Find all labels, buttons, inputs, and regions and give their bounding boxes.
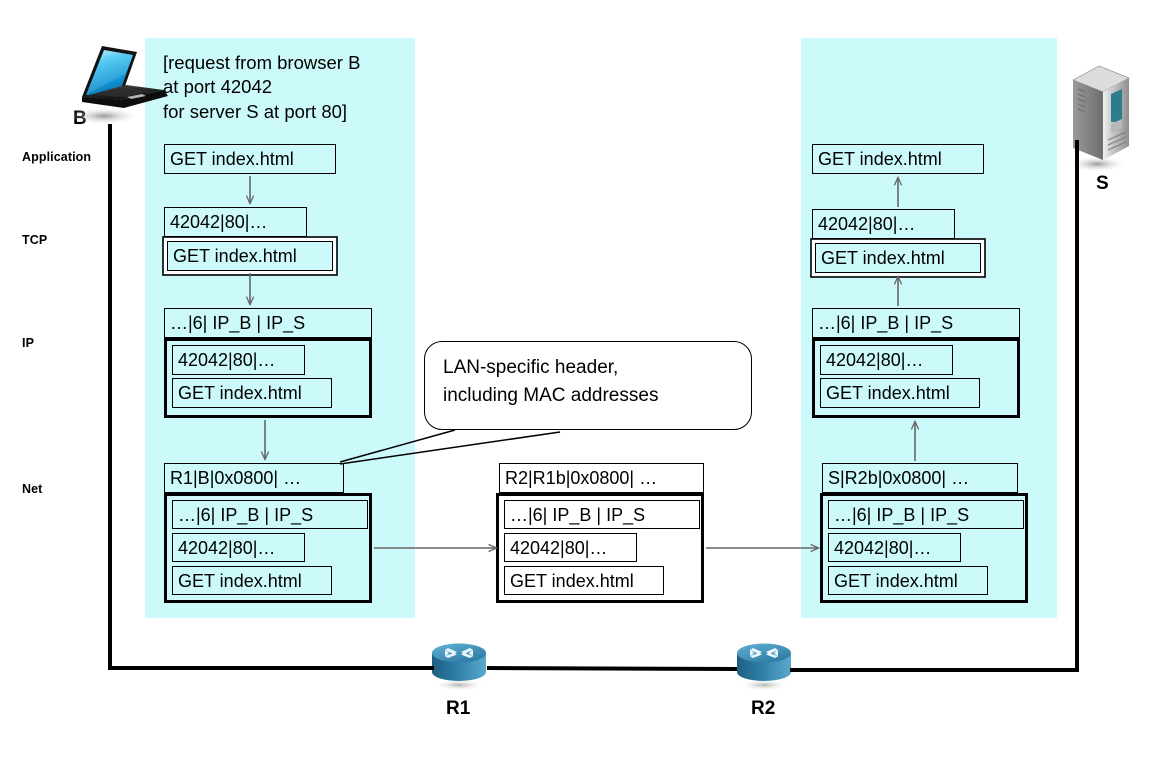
request-note-line2: at port 42042: [163, 76, 273, 97]
layer-label-application: Application: [22, 150, 92, 164]
left-ip-inner-http: GET index.html: [172, 378, 332, 408]
server-label: S: [1096, 173, 1109, 194]
right-net-http: GET index.html: [828, 566, 988, 595]
right-net-tcp-header: 42042|80|…: [828, 533, 961, 562]
request-note-line1: [request from browser B: [163, 52, 361, 73]
middle-net-tcp-header: 42042|80|…: [504, 533, 637, 562]
left-net-header: R1|B|0x0800| …: [164, 463, 344, 493]
right-ip-inner-http: GET index.html: [820, 378, 980, 408]
left-net-ip-header: …|6| IP_B | IP_S: [172, 500, 368, 529]
router2-label: R2: [751, 698, 776, 719]
request-note-line3: for server S at port 80]: [163, 101, 348, 122]
callout-line2: including MAC addresses: [443, 385, 659, 406]
right-application-packet: GET index.html: [812, 144, 984, 174]
left-ip-header: …|6| IP_B | IP_S: [164, 308, 372, 338]
router1-label: R1: [446, 698, 471, 719]
left-net-http: GET index.html: [172, 566, 332, 595]
right-ip-header: …|6| IP_B | IP_S: [812, 308, 1020, 338]
middle-net-ip-header: …|6| IP_B | IP_S: [504, 500, 700, 529]
router1-icon: [428, 640, 490, 692]
lan-header-callout: LAN-specific header, including MAC addre…: [424, 341, 752, 430]
laptop-icon: [64, 40, 174, 130]
right-net-ip-header: …|6| IP_B | IP_S: [828, 500, 1024, 529]
left-net-tcp-header: 42042|80|…: [172, 533, 305, 562]
layer-label-net: Net: [22, 482, 43, 496]
router2-icon: [733, 640, 795, 692]
callout-line1: LAN-specific header,: [443, 357, 619, 378]
middle-net-header: R2|R1b|0x0800| …: [499, 463, 704, 493]
layer-label-tcp: TCP: [22, 233, 48, 247]
right-tcp-header: 42042|80|…: [812, 209, 955, 239]
left-ip-inner-tcp-header: 42042|80|…: [172, 345, 305, 375]
right-tcp-payload: GET index.html: [815, 243, 981, 273]
server-icon: [1063, 60, 1143, 175]
layer-label-ip: IP: [22, 336, 35, 350]
right-ip-inner-tcp-header: 42042|80|…: [820, 345, 953, 375]
left-tcp-payload: GET index.html: [167, 241, 333, 271]
left-tcp-header: 42042|80|…: [164, 207, 307, 237]
right-net-header: S|R2b|0x0800| …: [822, 463, 1018, 493]
middle-net-http: GET index.html: [504, 566, 664, 595]
left-application-packet: GET index.html: [164, 144, 336, 174]
router-link: [486, 666, 738, 671]
